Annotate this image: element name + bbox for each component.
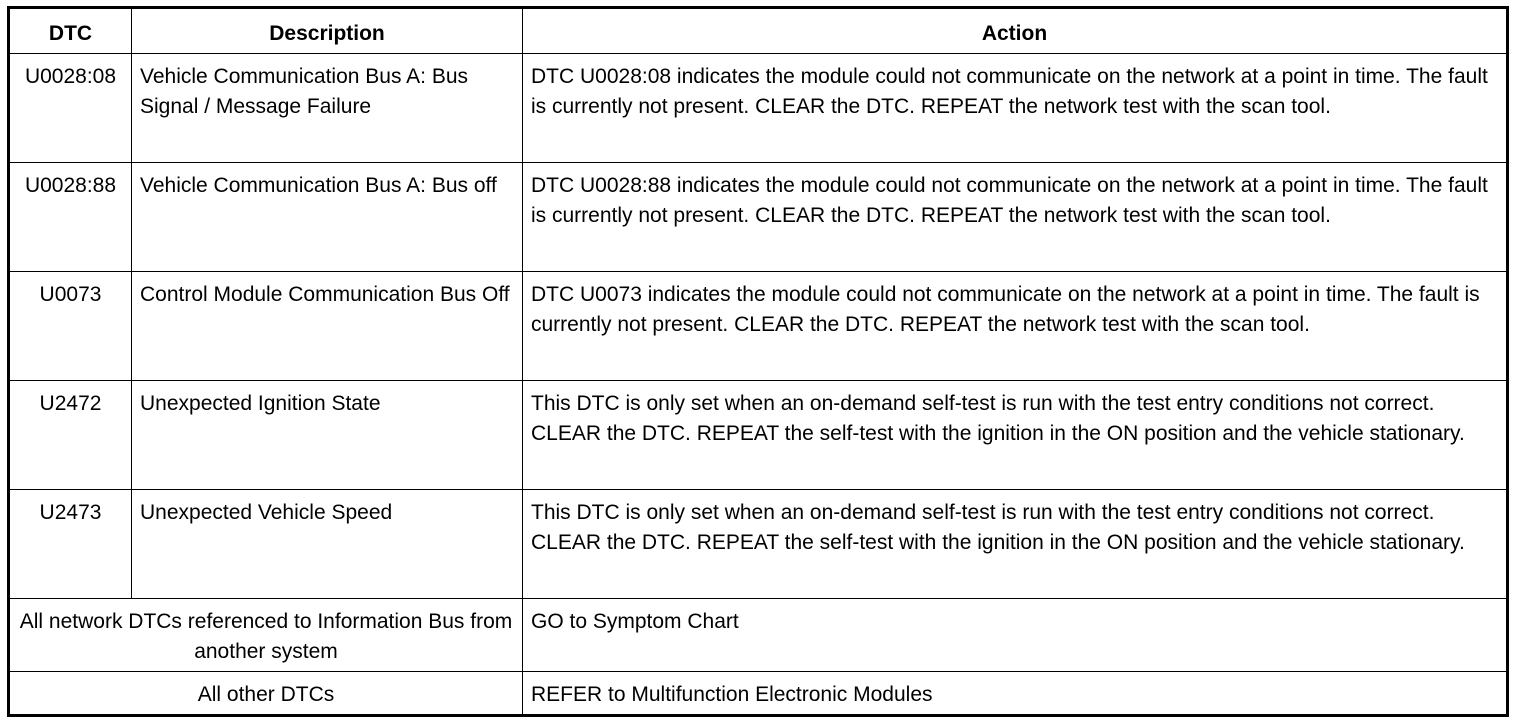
table-header-row: DTC Description Action [8, 7, 1508, 54]
header-description: Description [131, 7, 523, 54]
dtc-table-container: DTC Description Action U0028:08 Vehicle … [7, 6, 1509, 717]
merged-label-cell: All other DTCs [8, 671, 523, 716]
table-row: U2472 Unexpected Ignition State This DTC… [8, 380, 1508, 490]
dtc-code-cell: U2473 [8, 489, 132, 599]
table-row-merged: All network DTCs referenced to Informati… [8, 598, 1508, 672]
action-cell: GO to Symptom Chart [522, 598, 1508, 672]
dtc-code-cell: U2472 [8, 380, 132, 490]
description-cell: Vehicle Communication Bus A: Bus off [131, 162, 523, 272]
table-row: U0028:08 Vehicle Communication Bus A: Bu… [8, 53, 1508, 163]
header-dtc: DTC [8, 7, 132, 54]
table-row: U0028:88 Vehicle Communication Bus A: Bu… [8, 162, 1508, 272]
dtc-code-cell: U0028:08 [8, 53, 132, 163]
description-cell: Unexpected Vehicle Speed [131, 489, 523, 599]
merged-label-cell: All network DTCs referenced to Informati… [8, 598, 523, 672]
action-cell: DTC U0028:88 indicates the module could … [522, 162, 1508, 272]
table-row: U2473 Unexpected Vehicle Speed This DTC … [8, 489, 1508, 599]
description-cell: Unexpected Ignition State [131, 380, 523, 490]
dtc-code-cell: U0028:88 [8, 162, 132, 272]
table-row-merged: All other DTCs REFER to Multifunction El… [8, 671, 1508, 716]
description-cell: Control Module Communication Bus Off [131, 271, 523, 381]
dtc-code-cell: U0073 [8, 271, 132, 381]
description-cell: Vehicle Communication Bus A: Bus Signal … [131, 53, 523, 163]
action-cell: This DTC is only set when an on-demand s… [522, 380, 1508, 490]
action-cell: This DTC is only set when an on-demand s… [522, 489, 1508, 599]
header-action: Action [522, 7, 1508, 54]
table-row: U0073 Control Module Communication Bus O… [8, 271, 1508, 381]
dtc-table: DTC Description Action U0028:08 Vehicle … [7, 6, 1509, 717]
action-cell: REFER to Multifunction Electronic Module… [522, 671, 1508, 716]
action-cell: DTC U0073 indicates the module could not… [522, 271, 1508, 381]
action-cell: DTC U0028:08 indicates the module could … [522, 53, 1508, 163]
